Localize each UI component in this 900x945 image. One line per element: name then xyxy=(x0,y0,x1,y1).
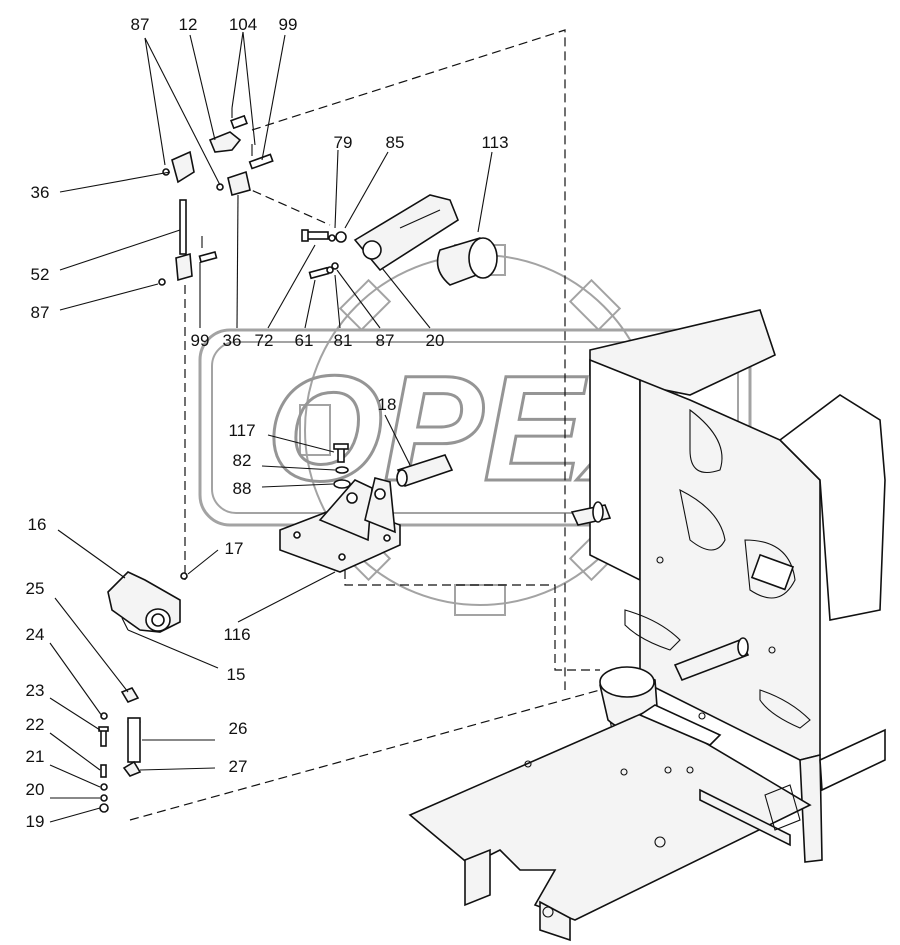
lever-arm xyxy=(107,571,188,633)
label-17: 17 xyxy=(225,539,244,558)
label-18: 18 xyxy=(378,395,397,414)
mount-bracket xyxy=(279,477,401,573)
bracket-assembly-upper xyxy=(158,108,274,286)
label-104: 104 xyxy=(229,15,257,34)
label-20-bottom: 20 xyxy=(26,780,45,799)
label-88: 88 xyxy=(233,479,252,498)
label-113: 113 xyxy=(481,133,508,152)
label-19: 19 xyxy=(26,812,45,831)
label-61: 61 xyxy=(295,331,314,350)
label-21: 21 xyxy=(26,747,45,766)
label-87-mid: 87 xyxy=(376,331,395,350)
label-72: 72 xyxy=(255,331,274,350)
label-16: 16 xyxy=(28,515,47,534)
label-99-top: 99 xyxy=(279,15,298,34)
label-116: 116 xyxy=(223,625,250,644)
leader-lines xyxy=(49,31,493,823)
label-22: 22 xyxy=(26,715,45,734)
label-25: 25 xyxy=(26,579,45,598)
label-99-mid: 99 xyxy=(191,331,210,350)
label-87-left: 87 xyxy=(31,303,50,322)
spring-hardware xyxy=(98,687,142,813)
part-labels: 87 12 104 99 36 52 87 79 85 113 99 36 72… xyxy=(26,15,509,831)
label-87-top: 87 xyxy=(131,15,150,34)
label-15: 15 xyxy=(227,665,246,684)
label-24: 24 xyxy=(26,625,45,644)
label-36-left: 36 xyxy=(31,183,50,202)
shaft-assembly xyxy=(333,443,454,489)
base-plate xyxy=(408,704,812,942)
label-36-mid: 36 xyxy=(223,331,242,350)
label-79: 79 xyxy=(334,133,353,152)
label-20-mid: 20 xyxy=(426,331,445,350)
bolt-set-middle xyxy=(301,229,347,280)
label-85: 85 xyxy=(386,133,405,152)
label-52: 52 xyxy=(31,265,50,284)
label-117: 117 xyxy=(228,421,255,440)
sensor-bracket xyxy=(353,194,498,286)
label-27: 27 xyxy=(229,757,248,776)
label-81: 81 xyxy=(334,331,353,350)
label-12: 12 xyxy=(179,15,198,34)
label-82: 82 xyxy=(233,451,252,470)
label-26: 26 xyxy=(229,719,248,738)
main-frame xyxy=(570,309,886,863)
label-23: 23 xyxy=(26,681,45,700)
